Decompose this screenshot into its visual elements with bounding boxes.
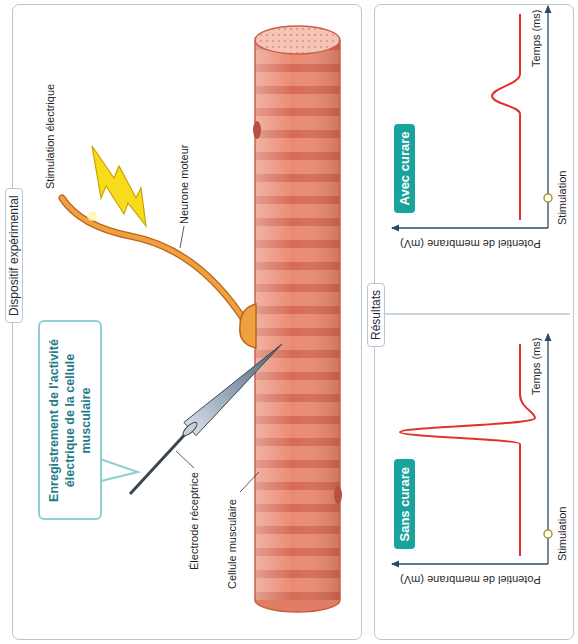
action-potential-trace: [400, 344, 535, 556]
stimulus-label: Stimulation électrique: [44, 84, 57, 189]
graph-without-curare: [392, 334, 552, 564]
axis-label: Stimulation: [556, 171, 569, 225]
result-tag: Avec curare: [394, 124, 415, 214]
tag-text: Sans curare: [397, 467, 412, 541]
stimulation-marker: [544, 530, 552, 538]
recording-electrode: [130, 344, 282, 494]
callout-text: Enregistrement de l'activité électrique …: [46, 331, 94, 511]
part-label: Électrode réceptrice: [188, 472, 201, 570]
axis-label: Temps (ms): [530, 338, 543, 395]
result-tag: Sans curare: [394, 459, 415, 549]
graph-with-curare: [392, 6, 552, 228]
muscle-cell: [253, 26, 342, 612]
stimulation-marker: [544, 194, 552, 202]
axis-label: Potentiel de membrane (mV): [400, 574, 541, 587]
leader-line: [176, 451, 194, 468]
callout-tail: [97, 458, 138, 482]
panel-heading: Résultats: [367, 283, 385, 347]
callout-box: Enregistrement de l'activité électrique …: [38, 321, 102, 521]
leader-line: [180, 226, 184, 248]
stimulus-glow: [87, 211, 97, 221]
panel: Dispositif expérimentalEnregistrement de…: [12, 4, 362, 640]
local-potential-trace: [492, 14, 520, 220]
panel-heading: Dispositif expérimental: [5, 188, 23, 323]
nucleus: [253, 121, 261, 139]
panel: RésultatsSans curareAvec curare: [374, 4, 574, 640]
axis-label: Stimulation: [556, 507, 569, 561]
panel-divider: [380, 313, 570, 315]
axis-label: Potentiel de membrane (mV): [400, 238, 541, 251]
tag-text: Avec curare: [397, 132, 412, 206]
axis-label: Temps (ms): [530, 10, 543, 67]
lightning-bolt: [92, 146, 146, 226]
part-label: Cellule musculaire: [226, 499, 239, 589]
nucleus: [334, 486, 342, 504]
synaptic-terminal: [240, 304, 256, 348]
leader-line: [240, 472, 259, 492]
part-label: Neurone moteur: [178, 145, 191, 225]
